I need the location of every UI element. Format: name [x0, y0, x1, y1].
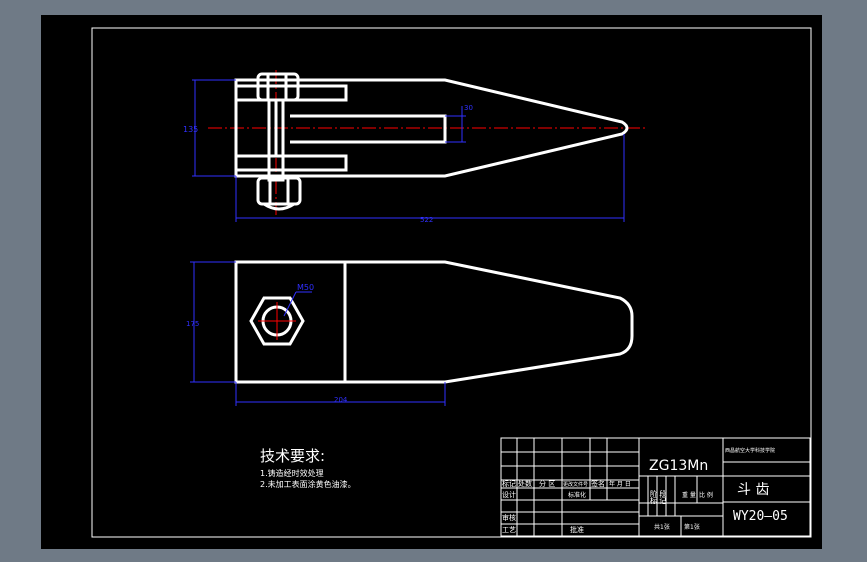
tech-heading: 技术要求:: [260, 447, 325, 465]
lower-jaw: [234, 154, 348, 172]
side-view: M50 175 204: [186, 260, 634, 406]
school-name: 西昌航空大学科技学院: [725, 447, 775, 454]
nut-side: [256, 176, 302, 206]
tb-zone: 分 区: [539, 479, 555, 488]
drawing-number: WY20—05: [733, 509, 788, 524]
tooth-slot: [290, 114, 447, 144]
tb-approve: 批准: [570, 525, 584, 534]
tb-date: 年 月 日: [609, 480, 631, 488]
bolt-shank: [267, 98, 285, 182]
tb-sign: 签名: [591, 479, 605, 488]
dim-522-label: 522: [420, 216, 433, 224]
dim-175-label: 175: [186, 320, 199, 328]
m50-leader: [283, 291, 297, 317]
tech-requirements: 技术要求: 1.铸造经时效处理 2.未加工表面涂黄色油漆。: [260, 447, 356, 489]
pin-housing: [234, 98, 278, 158]
material-label: ZG13Mn: [649, 458, 708, 474]
tb-review: 审核: [502, 513, 516, 522]
drawing-sheet: [41, 15, 822, 549]
tb-stage-label: 标 记: [650, 496, 666, 505]
hex-nut: [249, 296, 305, 346]
dim-m50-label: M50: [297, 283, 314, 292]
tb-weight: 重 量: [682, 491, 696, 499]
tb-process: 工艺: [502, 526, 516, 534]
title-block-text: ZG13Mn 西昌航空大学科技学院 斗 齿 WY20—05 标记 处数 分 区 …: [502, 447, 788, 534]
tb-scale: 比 例: [699, 491, 713, 499]
title-block-frame: [500, 437, 811, 537]
drawing-border: [91, 27, 812, 538]
tb-count: 处数: [518, 479, 532, 488]
tb-sheet-no: 第1张: [684, 523, 700, 531]
dim-204-label: 204: [334, 396, 348, 404]
tb-change: 更改文件号: [563, 481, 588, 488]
part-name: 斗 齿: [737, 482, 769, 498]
tooth-outline-side: [234, 260, 634, 384]
top-view: 135 30 522: [183, 70, 648, 224]
tb-standard: 标准化: [568, 491, 586, 499]
tooth-outline-top: [234, 78, 629, 178]
tb-stage: 阶 段: [650, 489, 666, 498]
tb-mark: 标记: [502, 479, 516, 488]
tb-total-sheets: 共1张: [654, 523, 670, 531]
dim-135-label: 135: [183, 125, 198, 134]
dim-30-label: 30: [464, 104, 473, 112]
tech-item-2: 2.未加工表面涂黄色油漆。: [260, 479, 356, 489]
tech-item-1: 1.铸造经时效处理: [260, 468, 324, 478]
tb-design: 设计: [502, 490, 516, 499]
bolt-tip: [263, 202, 295, 211]
title-block: [500, 437, 811, 537]
